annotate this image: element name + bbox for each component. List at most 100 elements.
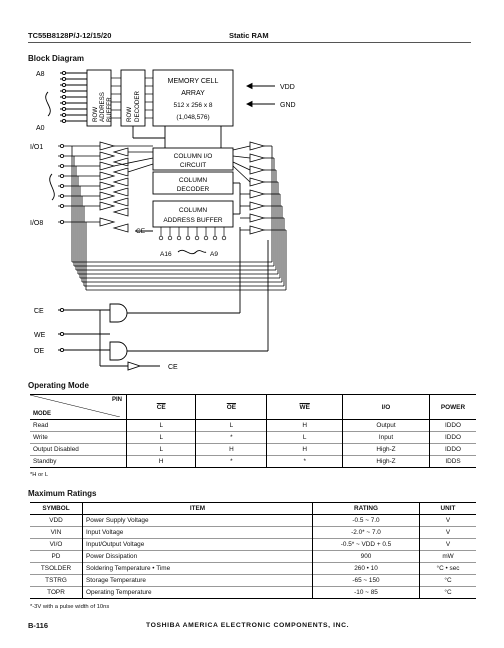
diagonal-divider [30, 395, 121, 417]
max-ratings-table: SYMBOL ITEM RATING UNIT VDD Power Supply… [30, 502, 476, 599]
oe-cell: H [195, 443, 268, 456]
io-cell: High-Z [342, 455, 430, 468]
item-cell: Power Dissipation [82, 550, 313, 563]
operating-mode-title: Operating Mode [28, 381, 89, 390]
col-ce: CE [126, 394, 197, 420]
power-cell: IDDO [445, 422, 461, 429]
max-ratings-title: Maximum Ratings [28, 489, 97, 498]
oe-cell: * [195, 455, 268, 468]
table-row: PD Power Dissipation 900 mW [30, 550, 476, 563]
label-ce-in: CE [34, 308, 44, 315]
mode-label: MODE [33, 411, 51, 417]
we-cell: L [266, 431, 343, 444]
symbol-cell: VI/O [30, 538, 83, 551]
we-cell: H [266, 443, 343, 456]
row-decoder-line1: ROW [126, 107, 133, 122]
memory-cell-line3: 512 x 256 x 8 [173, 102, 212, 109]
power-cell: IDDO [445, 446, 461, 453]
unit-cell: °C [444, 577, 452, 584]
unit-cell: V [445, 517, 451, 524]
table-row: Standby H * * High-Z IDDS [30, 455, 476, 468]
block-diagram-title: Block Diagram [28, 54, 85, 63]
mode-pin-header: PIN MODE [30, 394, 127, 420]
max-ratings-note: *-3V with a pulse width of 10ns [30, 604, 110, 610]
page-number: B-116 [28, 621, 49, 630]
col-oe: OE [195, 394, 268, 420]
unit-cell: V [445, 529, 451, 536]
ce-cell: L [126, 419, 197, 432]
label-io1: I/O1 [30, 144, 43, 151]
column-io-line1: COLUMN I/O [174, 153, 213, 160]
label-gnd: GND [280, 102, 296, 109]
mode-cell: Write [30, 431, 127, 444]
mode-cell: Read [30, 419, 127, 432]
rating-cell: -0.5 ~ 7.0 [312, 514, 420, 527]
row-address-buffer-line1: ROW [92, 107, 99, 122]
io-cell: Input [342, 431, 430, 444]
row-address-buffer-line2: ADDRESS [99, 92, 106, 122]
operating-mode-note: *H or L [30, 472, 49, 478]
rating-cell: -10 ~ 85 [312, 586, 420, 599]
table-row: Output Disabled L H H High-Z IDDO [30, 443, 476, 456]
header-rule [28, 42, 471, 43]
item-cell: Operating Temperature [82, 586, 313, 599]
mode-cell: Output Disabled [30, 443, 127, 456]
rating-cell: -65 ~ 150 [312, 574, 420, 587]
label-ce-out: CE [168, 364, 178, 371]
col-io: I/O [342, 394, 430, 420]
memory-cell-line4: (1,048,576) [176, 114, 209, 121]
item-cell: Storage Temperature [82, 574, 313, 587]
symbol-cell: VDD [30, 514, 83, 527]
item-cell: Input Voltage [82, 526, 313, 539]
column-decoder-line2: DECODER [177, 186, 210, 193]
label-we-in: WE [34, 332, 46, 339]
table-row: TSOLDER Soldering Temperature • Time 260… [30, 562, 476, 575]
footer-company: TOSHIBA AMERICA ELECTRONIC COMPONENTS, I… [146, 622, 350, 629]
unit-cell: °C [444, 589, 452, 596]
symbol-cell: VIN [30, 526, 83, 539]
table-row: VIN Input Voltage -2.0* ~ 7.0 V [30, 526, 476, 539]
we-cell: * [266, 455, 343, 468]
rating-cell: 260 • 10 [312, 562, 420, 575]
symbol-cell: TOPR [30, 586, 83, 599]
table-row: TSTRG Storage Temperature -65 ~ 150 °C [30, 574, 476, 587]
column-address-buffer-line2: ADDRESS BUFFER [163, 217, 223, 224]
ce-cell: L [126, 443, 197, 456]
power-cell: IDDO [445, 434, 461, 441]
symbol-cell: TSOLDER [30, 562, 83, 575]
label-io8: I/O8 [30, 220, 43, 227]
row-decoder-line2: DECODER [134, 91, 141, 122]
col-unit: UNIT [440, 505, 456, 512]
label-vdd: VDD [280, 84, 295, 91]
item-cell: Power Supply Voltage [82, 514, 313, 527]
unit-cell: mW [442, 553, 454, 560]
symbol-cell: TSTRG [30, 574, 83, 587]
memory-cell-line1: MEMORY CELL [168, 78, 219, 85]
col-item: ITEM [82, 502, 313, 515]
oe-cell: * [195, 431, 268, 444]
label-a0: A0 [36, 125, 45, 132]
io-cell: Output [342, 419, 430, 432]
row-address-buffer-line3: BUFFER [106, 97, 113, 122]
we-cell: H [266, 419, 343, 432]
memory-cell-line2: ARRAY [181, 90, 205, 97]
rating-cell: 900 [312, 550, 420, 563]
symbol-cell: PD [30, 550, 83, 563]
operating-mode-table: PIN MODE CE OE WE I/O POWER Read L L H O… [30, 394, 476, 468]
column-io-line2: CIRCUIT [180, 162, 206, 169]
unit-cell: V [445, 541, 451, 548]
ce-cell: L [126, 431, 197, 444]
table-row: TOPR Operating Temperature -10 ~ 85 °C [30, 586, 476, 599]
col-we: WE [266, 394, 343, 420]
label-a8: A8 [36, 71, 45, 78]
label-a16: A16 [160, 251, 172, 258]
block-diagram: A8 A0 I/O1 I/O8 ROW ADDRESS BUFFER ROW D… [30, 69, 296, 371]
doc-part-number: TC55B8128P/J-12/15/20 [28, 31, 112, 40]
item-cell: Soldering Temperature • Time [82, 562, 313, 575]
unit-cell: °C • sec [436, 565, 460, 572]
doc-section-title: Static RAM [229, 31, 269, 40]
column-decoder-line1: COLUMN [179, 177, 207, 184]
oe-cell: L [195, 419, 268, 432]
table-row: Read L L H Output IDDO [30, 419, 476, 432]
io-cell: High-Z [342, 443, 430, 456]
